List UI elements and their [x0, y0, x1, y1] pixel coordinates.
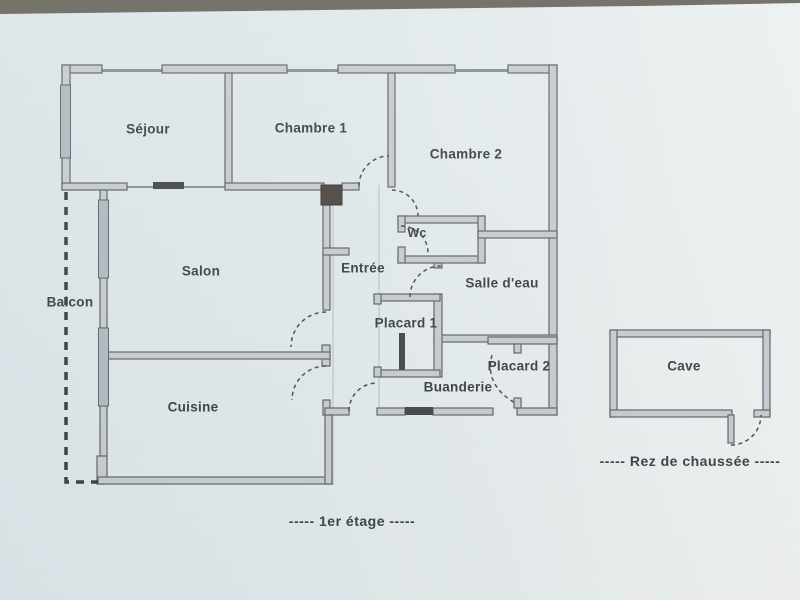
- room-label-chambre2: Chambre 2: [429, 146, 503, 162]
- chimney-duct-square: [320, 184, 343, 206]
- balcony-dashed-outline: [64, 192, 98, 484]
- room-label-wc: Wc: [407, 226, 427, 240]
- room-label-salle-eau: Salle d'eau: [465, 275, 539, 291]
- room-label-placard1: Placard 1: [374, 315, 438, 331]
- room-label-entree: Entrée: [341, 260, 385, 276]
- caption-ground-floor: ----- Rez de chaussée -----: [599, 453, 781, 469]
- sliding-door-mark: [153, 182, 184, 189]
- door-sill-mark: [405, 407, 433, 415]
- threshold-lines: [102, 69, 508, 188]
- room-label-balcon: Balcon: [46, 294, 94, 310]
- room-label-cave: Cave: [667, 358, 701, 374]
- paper-creases: [332, 185, 380, 485]
- caption-first-floor: ----- 1er étage -----: [288, 513, 416, 529]
- walls: [61, 64, 771, 485]
- door-arcs: [290, 155, 762, 446]
- room-label-buanderie: Buanderie: [423, 379, 493, 395]
- room-label-cuisine: Cuisine: [167, 399, 219, 415]
- closet-sliding-door-mark: [399, 333, 405, 370]
- room-label-placard2: Placard 2: [487, 358, 551, 374]
- window-marks: [60, 84, 109, 407]
- dark-features: [153, 182, 433, 415]
- photo-top-edge: [0, 0, 800, 14]
- room-label-sejour: Séjour: [126, 121, 170, 137]
- room-label-chambre1: Chambre 1: [274, 120, 348, 136]
- room-label-salon: Salon: [181, 263, 221, 279]
